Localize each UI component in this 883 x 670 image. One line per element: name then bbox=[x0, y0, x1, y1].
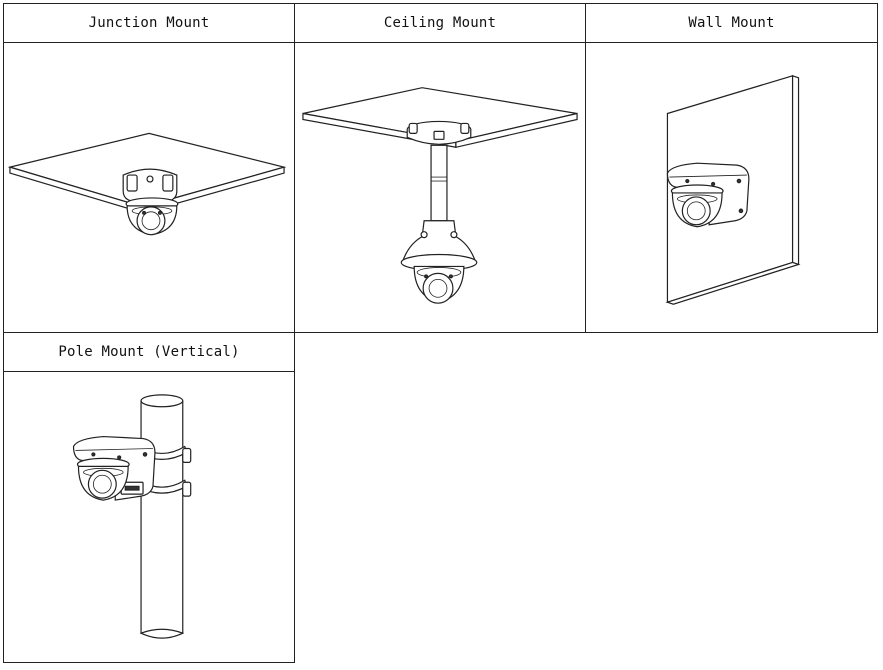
mount-label-wall: Wall Mount bbox=[586, 4, 877, 43]
junction-mount-illustration bbox=[4, 42, 294, 332]
pole-mount-drawing bbox=[4, 371, 294, 662]
wall-mount-illustration bbox=[586, 42, 877, 332]
junction-mount-drawing bbox=[4, 42, 294, 332]
ceiling-mount-drawing bbox=[295, 42, 585, 332]
mount-cell-junction: Junction Mount bbox=[3, 3, 295, 333]
mount-label-ceiling: Ceiling Mount bbox=[295, 4, 585, 43]
mount-cell-ceiling: Ceiling Mount bbox=[294, 3, 586, 333]
mount-cell-pole: Pole Mount (Vertical) bbox=[3, 332, 295, 663]
wall-mount-drawing bbox=[586, 42, 877, 332]
pole-mount-illustration bbox=[4, 371, 294, 662]
mount-cell-wall: Wall Mount bbox=[585, 3, 878, 333]
ceiling-mount-illustration bbox=[295, 42, 585, 332]
mount-label-junction: Junction Mount bbox=[4, 4, 294, 43]
mount-label-pole: Pole Mount (Vertical) bbox=[4, 333, 294, 372]
